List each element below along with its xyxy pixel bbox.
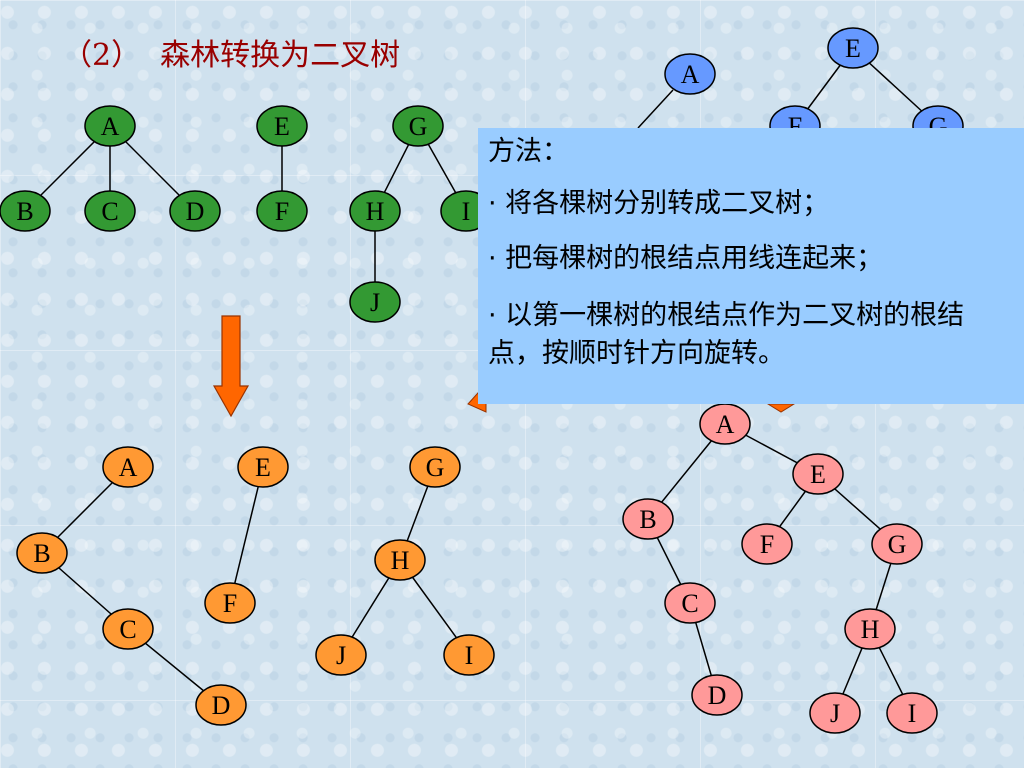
method-box: 方法： · 将各棵树分别转成二叉树； · 把每棵树的根结点用线连起来； · 以第… (478, 128, 1024, 404)
method-heading: 方法： (488, 136, 569, 167)
final-node-label-F: F (760, 530, 774, 559)
converted-node-B (16, 532, 68, 574)
converted-node-H (374, 539, 426, 581)
converted-node-label-A: A (119, 453, 138, 482)
converted-node-label-C: C (119, 615, 136, 644)
forest-node-label-J: J (370, 288, 380, 317)
converted-node-label-D: D (212, 691, 231, 720)
method-step-3: · 以第一棵树的根结点作为二叉树的根结点，按顺时针方向旋转。 (488, 299, 965, 369)
method-step-2: · 把每棵树的根结点用线连起来； (488, 243, 884, 275)
connected_partial-edge-A-down (637, 89, 674, 129)
final-node-I (886, 692, 938, 734)
final-node-D (691, 674, 743, 716)
forest-node-label-G: G (409, 112, 428, 141)
forest-node-D (169, 190, 221, 232)
forest-node-A (84, 105, 136, 147)
forest-node-J (349, 281, 401, 323)
forest-node-label-B: B (16, 197, 33, 226)
converted-node-label-J: J (336, 641, 346, 670)
connected_partial-node-E (827, 27, 879, 69)
converted-node-A (102, 446, 154, 488)
forest-node-E (256, 105, 308, 147)
forest-node-label-F: F (275, 197, 289, 226)
final-node-label-A: A (716, 410, 735, 439)
converted-node-label-B: B (33, 539, 50, 568)
final-node-label-J: J (830, 699, 840, 728)
final-node-E (792, 453, 844, 495)
forest-node-label-I: I (462, 197, 471, 226)
final-node-H (844, 608, 896, 650)
final-node-label-E: E (810, 460, 826, 489)
forest-node-B (0, 190, 51, 232)
forest-node-F (256, 190, 308, 232)
converted-node-C (102, 608, 154, 650)
converted-node-F (204, 582, 256, 624)
forest-node-label-E: E (274, 112, 290, 141)
converted-node-I (443, 634, 495, 676)
converted-edge-E-F (229, 466, 264, 604)
connected_partial-node-label-E: E (845, 34, 861, 63)
converted-node-D (195, 684, 247, 726)
forest-node-C (84, 190, 136, 232)
converted-node-G (409, 446, 461, 488)
converted-node-label-G: G (426, 453, 445, 482)
forest-node-label-D: D (186, 197, 205, 226)
final-node-G (871, 523, 923, 565)
converted-node-label-H: H (391, 546, 410, 575)
final-node-J (809, 692, 861, 734)
converted-node-label-E: E (255, 453, 271, 482)
final-node-B (622, 498, 674, 540)
method-step-1: · 将各棵树分别转成二叉树； (488, 187, 830, 219)
final-node-label-D: D (708, 681, 727, 710)
final-node-A (699, 403, 751, 445)
forest-node-label-H: H (366, 197, 385, 226)
forest-node-G (392, 105, 444, 147)
final-node-F (741, 523, 793, 565)
forest-node-H (349, 190, 401, 232)
final-node-label-G: G (888, 530, 907, 559)
slide-title: （2） 森林转换为二叉树 (62, 38, 401, 73)
converted-node-E (237, 446, 289, 488)
forest-node-label-A: A (101, 112, 120, 141)
final-node-C (664, 582, 716, 624)
forest-node-label-C: C (101, 197, 118, 226)
arrows-layer (212, 315, 796, 418)
final-node-label-C: C (681, 589, 698, 618)
connected_partial-node-A (664, 53, 716, 95)
final-node-label-I: I (908, 699, 917, 728)
final-node-label-H: H (861, 615, 880, 644)
converted-node-label-F: F (223, 589, 237, 618)
connected_partial-node-label-A: A (681, 60, 700, 89)
converted-node-label-I: I (465, 641, 474, 670)
down-arrow-icon (212, 315, 250, 418)
right-arrow-fragment-icon (766, 403, 796, 413)
final-node-label-B: B (639, 505, 656, 534)
converted-node-J (315, 634, 367, 676)
